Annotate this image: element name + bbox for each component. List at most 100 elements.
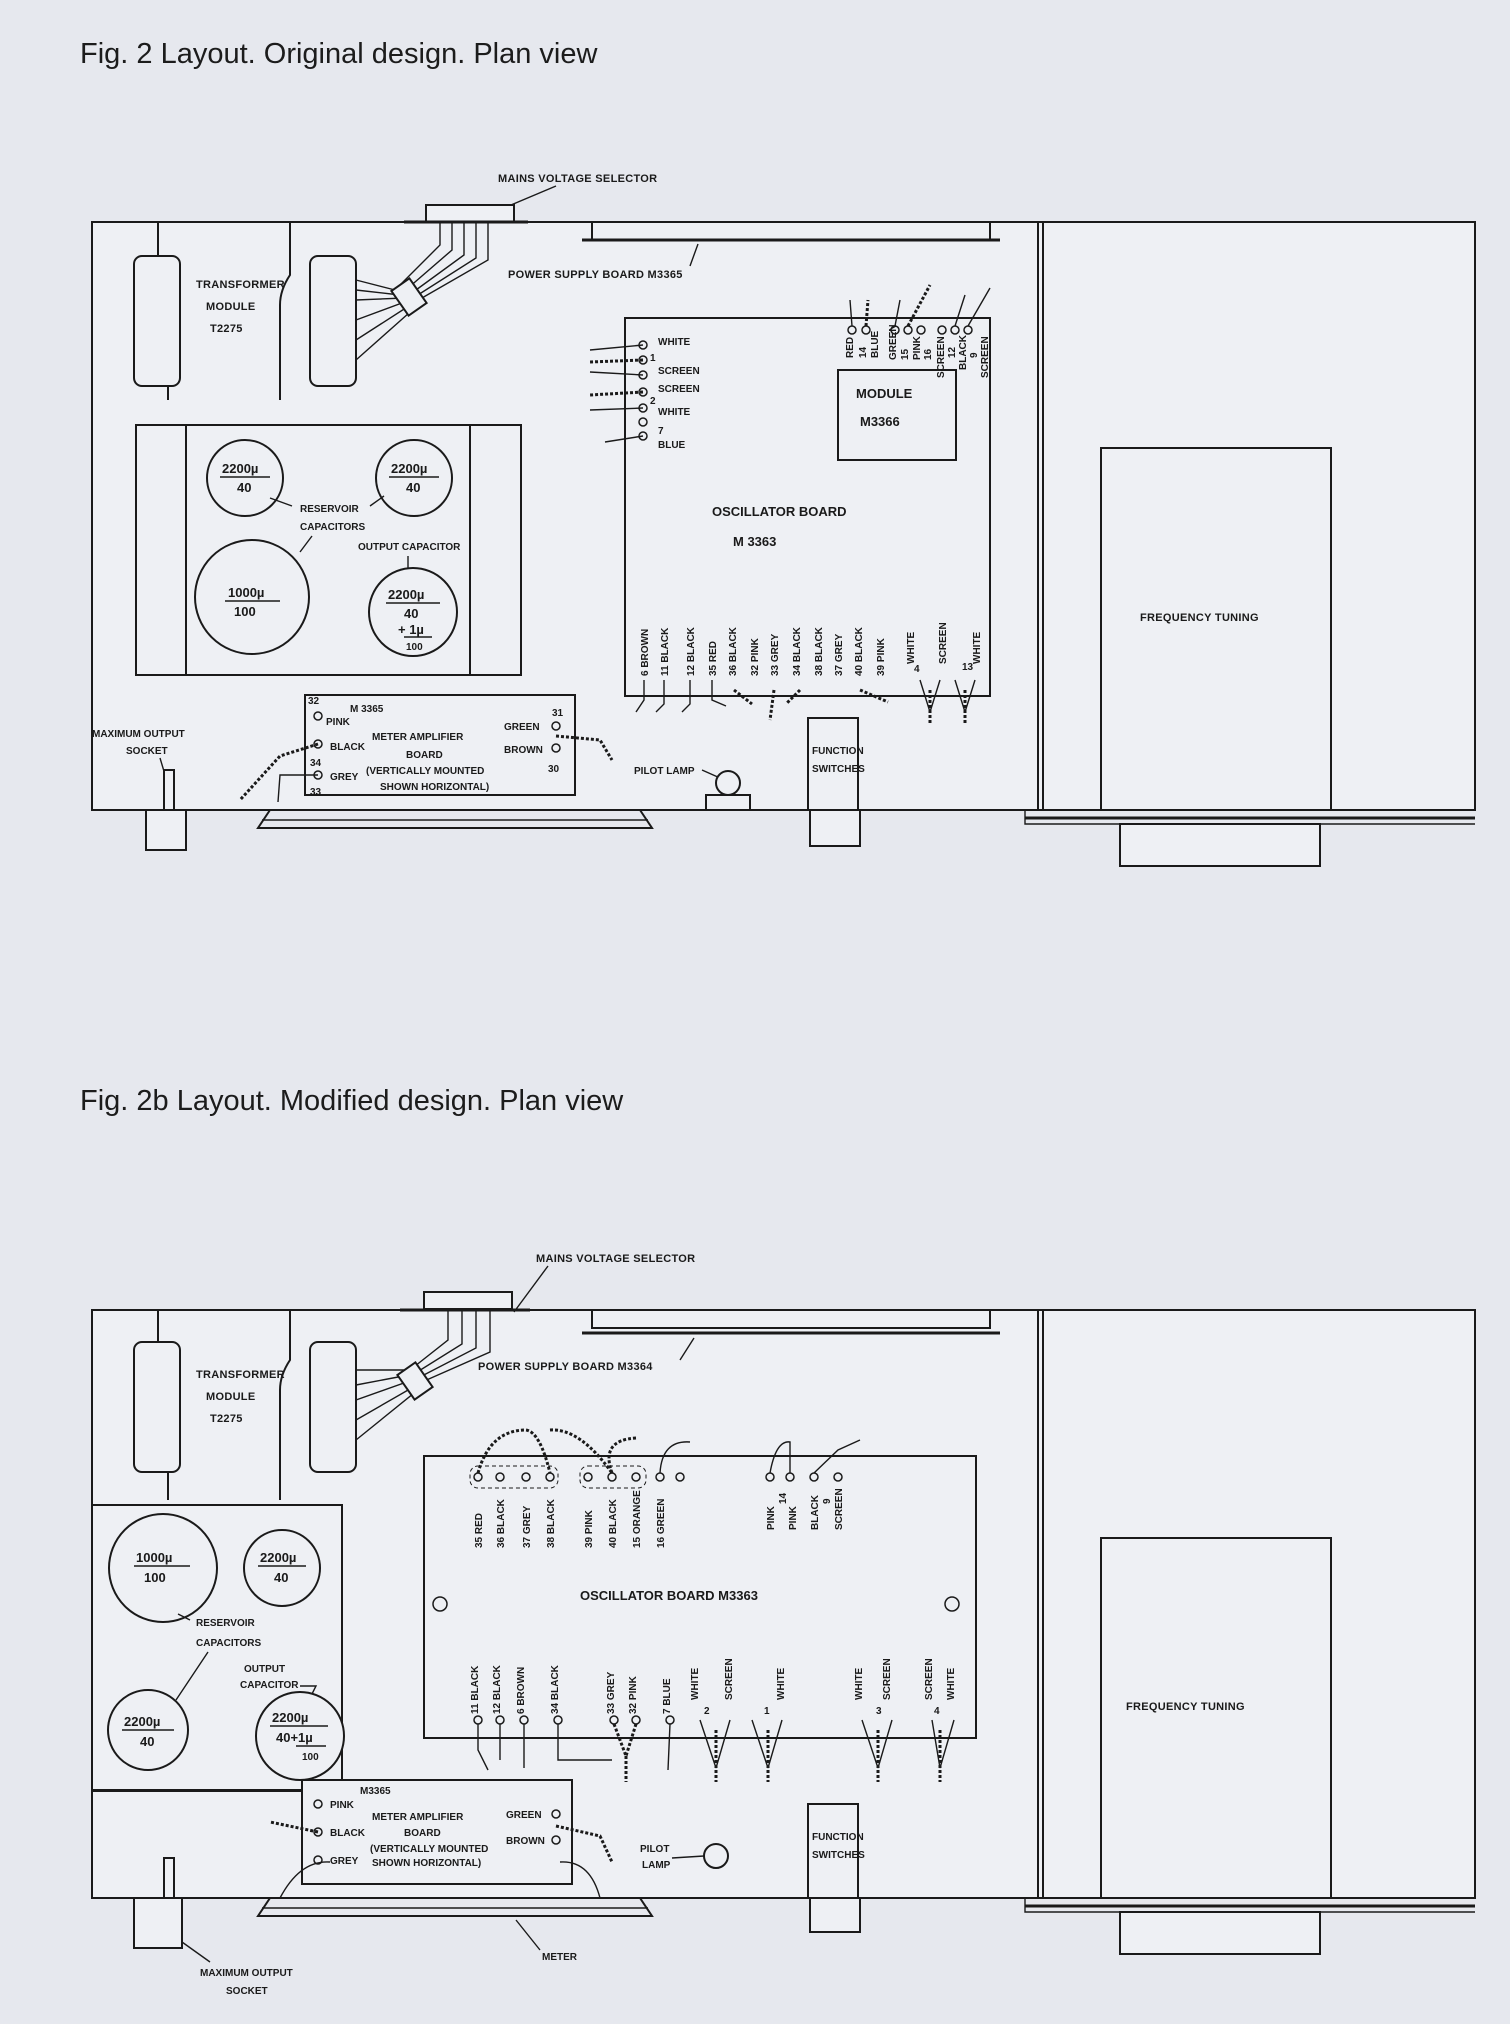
svg-text:1: 1 [764,1706,770,1717]
oscillator-bottom-wires-b: 11 BLACK 12 BLACK 6 BROWN 34 BLACK 33 GR… [470,1658,957,1782]
reservoir-capacitor-2 [375,439,453,517]
svg-text:30: 30 [548,764,560,775]
svg-text:WHITE: WHITE [658,337,691,348]
svg-text:9: 9 [822,1498,833,1504]
svg-text:32 PINK: 32 PINK [628,1675,639,1714]
power-supply-board-b [591,1309,991,1329]
svg-text:GREY: GREY [330,772,359,783]
max-output-socket [163,769,175,811]
meter-amplifier-board-b [301,1779,573,1885]
transformer-module: TRANSFORMER MODULE T2275 [133,222,429,400]
svg-text:BROWN: BROWN [506,1836,545,1847]
capacitor-bank [135,424,522,676]
svg-text:BLACK: BLACK [810,1494,821,1530]
meter-amplifier-board [304,694,576,796]
svg-text:40: 40 [237,480,251,495]
max-output-label: MAXIMUM OUTPUT [92,729,185,740]
reservoir-label-b: RESERVOIR [196,1618,255,1629]
module-label: MODULE [856,386,913,401]
svg-text:3: 3 [876,1706,882,1717]
svg-text:9: 9 [969,352,980,358]
svg-text:WHITE: WHITE [906,631,917,664]
mains-voltage-selector-b [423,1291,513,1310]
svg-text:100: 100 [406,642,423,653]
svg-text:32: 32 [308,696,320,707]
svg-text:36 BLACK: 36 BLACK [728,626,739,676]
svg-text:SCREEN: SCREEN [724,1658,735,1700]
svg-text:SCREEN: SCREEN [658,366,700,377]
frequency-tuning-label: FREQUENCY TUNING [1140,612,1259,624]
svg-text:33 GREY: 33 GREY [770,633,781,676]
svg-text:SCREEN: SCREEN [834,1488,845,1530]
svg-text:SWITCHES: SWITCHES [812,1850,865,1861]
svg-text:BROWN: BROWN [504,745,543,756]
svg-text:GREEN: GREEN [504,722,540,733]
svg-text:GREY: GREY [330,1856,359,1867]
svg-text:WHITE: WHITE [658,407,691,418]
svg-text:34 BLACK: 34 BLACK [550,1664,561,1714]
max-output-socket-b [163,1857,175,1899]
svg-text:GREEN: GREEN [506,1810,542,1821]
function-switches-label-b: FUNCTION [812,1832,864,1843]
svg-text:M3365: M3365 [360,1786,391,1797]
output-capacitor-label-b: OUTPUT [244,1664,285,1675]
svg-text:SCREEN: SCREEN [924,1658,935,1700]
mains-voltage-selector-label: MAINS VOLTAGE SELECTOR [498,173,657,185]
svg-text:12 BLACK: 12 BLACK [686,626,697,676]
svg-text:PINK: PINK [912,335,923,360]
svg-text:37 GREY: 37 GREY [834,633,845,676]
svg-text:40: 40 [274,1570,288,1585]
svg-text:(VERTICALLY MOUNTED: (VERTICALLY MOUNTED [366,766,484,777]
svg-text:LAMP: LAMP [642,1860,671,1871]
fig-2b-diagram: MAINS VOLTAGE SELECTOR POWER SUPPLY BOAR… [91,1253,1476,1997]
svg-text:MODULE: MODULE [206,301,255,313]
transformer-label: TRANSFORMER [196,279,285,291]
svg-text:16: 16 [923,348,934,360]
svg-text:34: 34 [310,758,322,769]
transformer-module-b: TRANSFORMER MODULE T2275 [133,1310,435,1500]
oscillator-board-b [423,1455,977,1739]
svg-text:35 RED: 35 RED [474,1513,485,1548]
oscillator-bottom-wires: 6 BROWN 11 BLACK 12 BLACK 35 RED 36 BLAC… [635,622,983,725]
svg-text:2200µ: 2200µ [272,1710,308,1725]
svg-text:7: 7 [658,426,664,437]
svg-text:2200µ: 2200µ [388,587,424,602]
svg-text:32 PINK: 32 PINK [750,637,761,676]
oscillator-top-wires-b: 35 RED 36 BLACK 37 GREY 38 BLACK 39 PINK… [469,1428,861,1548]
svg-text:RED: RED [845,337,856,358]
svg-text:33 GREY: 33 GREY [606,1671,617,1714]
svg-text:40 BLACK: 40 BLACK [854,626,865,676]
reservoir-capacitor-1-b [108,1513,218,1623]
output-capacitor [368,567,458,657]
svg-text:2200µ: 2200µ [260,1550,296,1565]
fig-2-diagram: MAINS VOLTAGE SELECTOR POWER SUPPLY BOAR… [91,173,1476,867]
svg-text:33: 33 [310,787,322,798]
svg-text:100: 100 [144,1570,166,1585]
svg-text:MODULE: MODULE [206,1391,255,1403]
meter-amplifier-label-b: METER AMPLIFIER [372,1812,464,1823]
module-top-terminals: RED 14 BLUE GREEN 15 PINK 16 SCREEN 12 B… [845,284,991,378]
svg-text:2200µ: 2200µ [222,461,258,476]
pilot-lamp-label: PILOT LAMP [634,766,695,777]
svg-text:BLACK: BLACK [958,334,969,370]
svg-text:SHOWN HORIZONTAL): SHOWN HORIZONTAL) [372,1858,481,1869]
svg-text:38 BLACK: 38 BLACK [814,626,825,676]
svg-text:15 ORANGE: 15 ORANGE [632,1490,643,1548]
svg-text:2200µ: 2200µ [391,461,427,476]
svg-text:M3366: M3366 [860,414,900,429]
svg-text:BLACK: BLACK [330,1828,366,1839]
frequency-tuning-b [1100,1537,1332,1899]
reservoir-label: RESERVOIR [300,504,359,515]
function-switches-label: FUNCTION [812,746,864,757]
svg-text:CAPACITORS: CAPACITORS [300,522,366,533]
svg-text:4: 4 [934,1706,940,1717]
svg-text:1000µ: 1000µ [228,585,264,600]
svg-text:SOCKET: SOCKET [126,746,168,757]
svg-text:T2275: T2275 [210,1413,243,1425]
svg-text:BLUE: BLUE [658,440,686,451]
transformer-label-b: TRANSFORMER [196,1369,285,1381]
svg-text:BOARD: BOARD [404,1828,441,1839]
svg-text:SHOWN HORIZONTAL): SHOWN HORIZONTAL) [380,782,489,793]
svg-text:BLACK: BLACK [330,742,366,753]
